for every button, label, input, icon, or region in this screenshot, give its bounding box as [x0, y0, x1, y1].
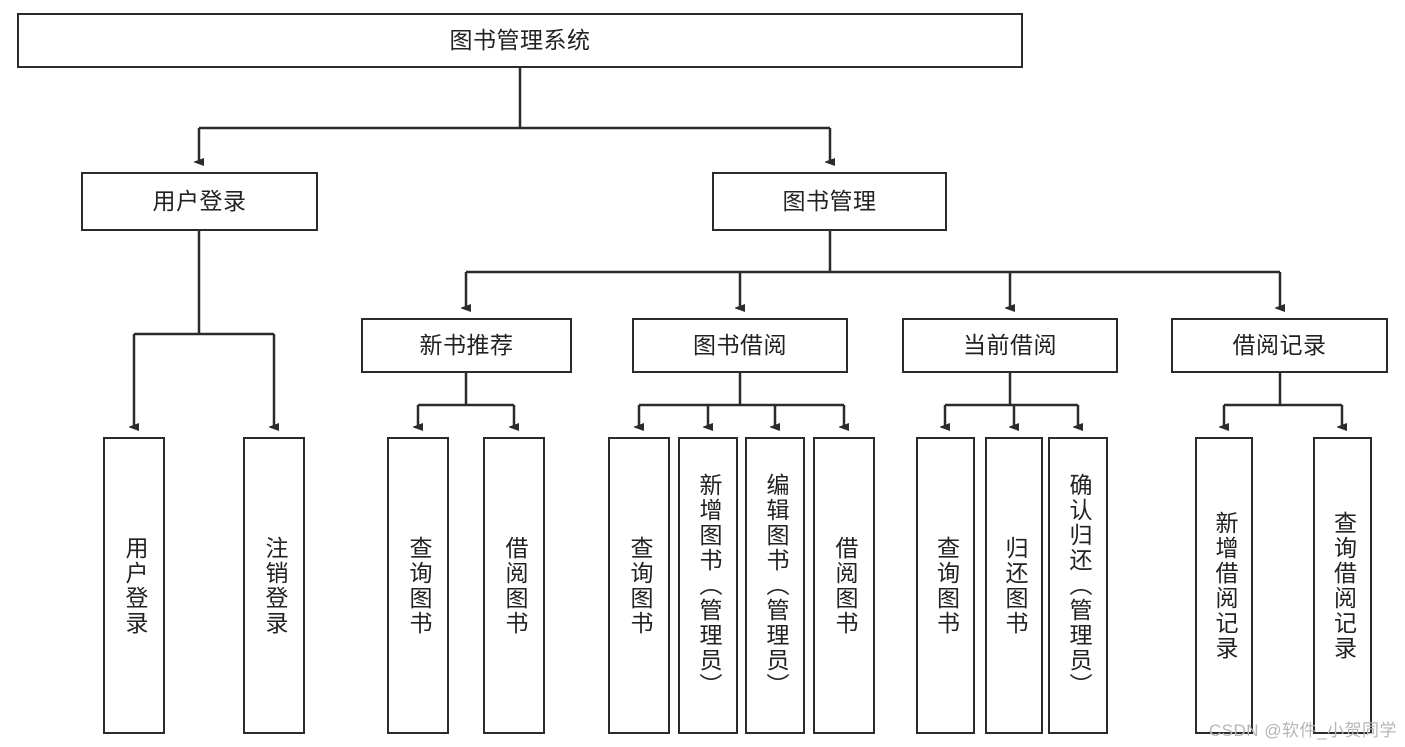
node-borrow-record[interactable]: 借阅记录	[1171, 318, 1388, 373]
node-label: 确认归还（管理员）	[1065, 473, 1092, 698]
leaf-confirm-return-admin[interactable]: 确认归还（管理员）	[1048, 437, 1108, 734]
node-label: 注销登录	[261, 535, 288, 636]
node-label: 查询图书	[933, 535, 960, 636]
watermark-text: CSDN @软件_小贺同学	[1208, 721, 1397, 740]
leaf-logout[interactable]: 注销登录	[243, 437, 305, 734]
node-label: 编辑图书（管理员）	[762, 473, 789, 698]
node-label: 归还图书	[1001, 535, 1028, 636]
node-label: 图书管理	[782, 187, 877, 214]
leaf-add-borrow-record[interactable]: 新增借阅记录	[1195, 437, 1253, 734]
node-label: 借阅记录	[1232, 331, 1327, 358]
node-label: 图书管理系统	[449, 26, 591, 53]
leaf-query-borrow-record[interactable]: 查询借阅记录	[1313, 437, 1372, 734]
leaf-query-book-recommend[interactable]: 查询图书	[387, 437, 449, 734]
leaf-add-book-admin[interactable]: 新增图书（管理员）	[678, 437, 738, 734]
leaf-return-book[interactable]: 归还图书	[985, 437, 1043, 734]
node-label: 借阅图书	[501, 535, 528, 636]
node-label: 新增借阅记录	[1211, 510, 1238, 661]
node-current-borrow[interactable]: 当前借阅	[902, 318, 1118, 373]
node-label: 借阅图书	[831, 535, 858, 636]
node-label: 当前借阅	[963, 331, 1057, 358]
leaf-user-login[interactable]: 用户登录	[103, 437, 165, 734]
leaf-borrow-book-recommend[interactable]: 借阅图书	[483, 437, 545, 734]
node-book-borrow[interactable]: 图书借阅	[632, 318, 848, 373]
node-new-book-recommend[interactable]: 新书推荐	[361, 318, 572, 373]
node-label: 用户登录	[121, 535, 148, 636]
node-label: 用户登录	[152, 187, 247, 214]
node-label: 查询图书	[405, 535, 432, 636]
leaf-edit-book-admin[interactable]: 编辑图书（管理员）	[745, 437, 805, 734]
leaf-query-book-borrow[interactable]: 查询图书	[608, 437, 670, 734]
node-book-management[interactable]: 图书管理	[712, 172, 947, 231]
node-label: 新书推荐	[419, 331, 514, 358]
node-label: 图书借阅	[693, 331, 787, 358]
leaf-query-book-current[interactable]: 查询图书	[916, 437, 975, 734]
node-label: 新增图书（管理员）	[695, 473, 722, 698]
node-label: 查询借阅记录	[1330, 510, 1357, 661]
node-root-system[interactable]: 图书管理系统	[17, 13, 1023, 68]
leaf-borrow-book[interactable]: 借阅图书	[813, 437, 875, 734]
node-label: 查询图书	[626, 535, 653, 636]
node-user-login[interactable]: 用户登录	[81, 172, 318, 231]
